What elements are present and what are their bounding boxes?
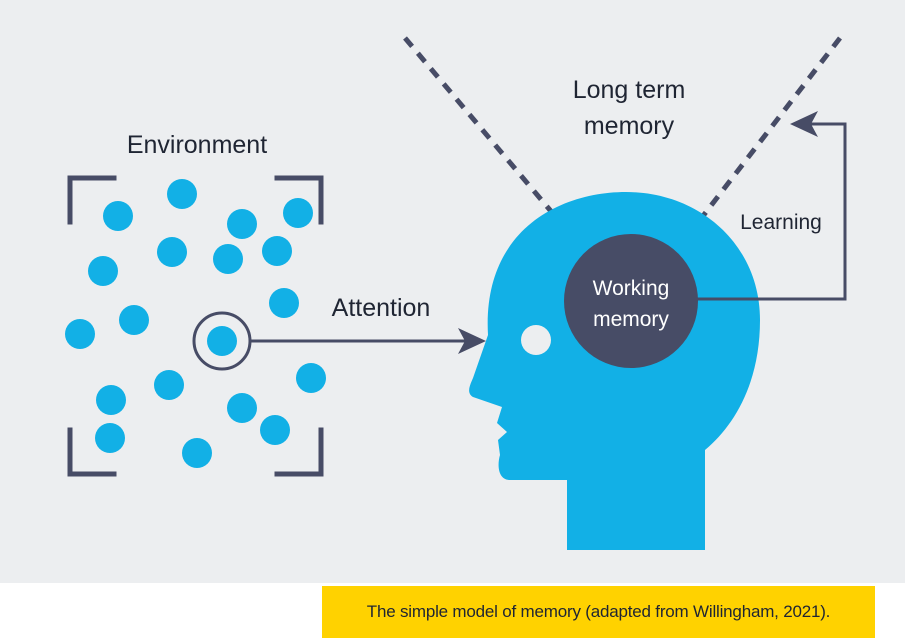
long-term-memory-label-line1: Long term <box>573 76 686 104</box>
environment-frame-top-right <box>274 175 324 225</box>
eye <box>521 325 551 355</box>
learning-feedback-line <box>695 122 847 301</box>
stimulus-dot <box>96 385 126 415</box>
stimulus-dot <box>269 288 299 318</box>
learning-label: Learning <box>740 211 822 234</box>
stimulus-dot <box>213 244 243 274</box>
working-memory-label-line1: Working <box>593 277 670 300</box>
working-memory-label-line2: memory <box>593 308 669 331</box>
attended-stimulus-dot <box>207 326 237 356</box>
long-term-memory-right-boundary <box>701 36 842 218</box>
working-memory-circle <box>564 234 698 368</box>
stimulus-dot <box>157 237 187 267</box>
environment-stimuli <box>65 179 326 468</box>
stimulus-dot <box>296 363 326 393</box>
stimulus-dot <box>65 319 95 349</box>
background-panel <box>0 0 905 583</box>
attention-label: Attention <box>332 294 431 322</box>
stimulus-dot <box>260 415 290 445</box>
environment-frame <box>67 175 324 477</box>
environment-frame-bottom-left <box>67 427 117 477</box>
stimulus-dot <box>227 393 257 423</box>
stimulus-dot <box>167 179 197 209</box>
stimulus-dot <box>182 438 212 468</box>
stimulus-dot <box>103 201 133 231</box>
stimulus-dot <box>283 198 313 228</box>
stimulus-dot <box>154 370 184 400</box>
environment-label: Environment <box>127 131 267 159</box>
stimulus-dot <box>262 236 292 266</box>
environment-frame-top-left <box>67 175 117 225</box>
stimulus-dot <box>95 423 125 453</box>
figure-caption-box: The simple model of memory (adapted from… <box>322 586 875 638</box>
learning-arrow-head <box>790 111 818 137</box>
stimulus-dot <box>119 305 149 335</box>
stimulus-dot <box>227 209 257 239</box>
figure-caption: The simple model of memory (adapted from… <box>366 602 831 621</box>
environment-frame-bottom-right <box>274 427 324 477</box>
attention-arrow-head <box>458 328 486 354</box>
stimulus-dot <box>88 256 118 286</box>
long-term-memory-label-line2: memory <box>584 112 675 140</box>
